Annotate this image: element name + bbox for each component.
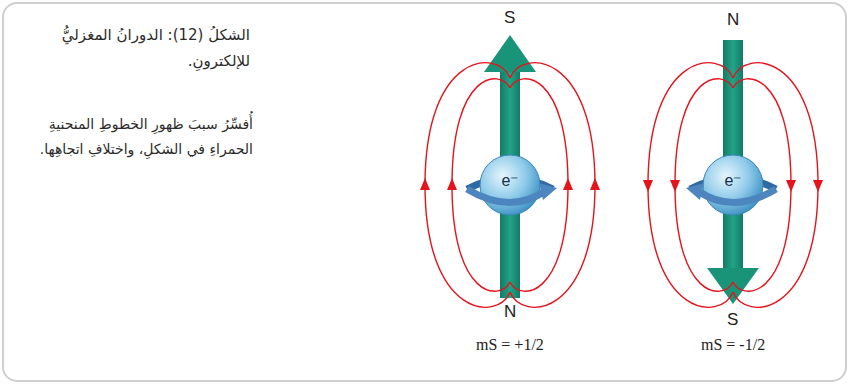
pole-label: S [504,8,515,28]
panel-frame [3,3,846,381]
pole-label: S [727,310,738,330]
pole-label: N [504,302,516,322]
spin-quantum-number: mS = +1/2 [476,336,544,354]
electron: e⁻ [479,154,541,216]
spin-down-figure [643,40,823,307]
pole-label: N [727,10,739,30]
question-text: أُفسِّرُ سببَ ظهورِ الخطوطِ المنحنيةِ ال… [18,112,253,161]
electron-symbol: e⁻ [502,171,519,200]
figure-caption: الشكلُ (12): الدورانُ المغزليُّ للإلكترو… [55,22,250,75]
electron: e⁻ [702,154,764,216]
spin-up-figure [420,35,600,307]
electron-symbol: e⁻ [725,171,742,200]
spin-quantum-number: mS = -1/2 [701,336,765,354]
